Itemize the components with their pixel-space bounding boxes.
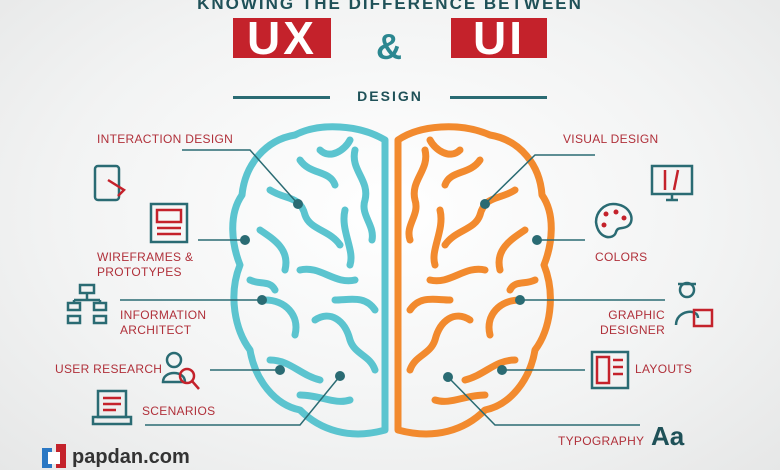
label-line2: ARCHITECT: [120, 323, 192, 337]
label-line1: GRAPHIC: [608, 308, 665, 322]
scroll-icon: [91, 389, 133, 426]
palette-icon: [594, 202, 633, 239]
label-visual-design: VISUAL DESIGN: [563, 132, 659, 146]
label-line2: PROTOTYPES: [97, 265, 182, 279]
monitor-tools-icon: [650, 164, 694, 202]
label-wireframes: WIREFRAMES &PROTOTYPES: [97, 250, 193, 280]
ux-box: UX: [233, 15, 331, 61]
label-layouts: LAYOUTS: [635, 362, 693, 376]
sitemap-icon: [66, 283, 108, 325]
logo-text: papdan.com: [72, 446, 190, 468]
ampersand: &: [376, 26, 402, 67]
layout-icon: [590, 350, 630, 390]
connector-lines: [120, 149, 665, 426]
label-line2: DESIGNER: [600, 323, 666, 337]
label-typography: TYPOGRAPHY: [558, 434, 645, 448]
left-brain: [229, 123, 389, 438]
typography-icon: Aa: [651, 421, 685, 451]
header-subtitle: DESIGN: [357, 88, 423, 104]
label-user-research: USER RESEARCH: [55, 362, 163, 376]
header-title: KNOWING THE DIFFERENCE BETWEEN: [197, 0, 583, 13]
label-colors: COLORS: [595, 250, 648, 264]
tablet-touch-icon: [93, 164, 126, 202]
label-line1: WIREFRAMES &: [97, 250, 194, 264]
wireframe-icon: [149, 202, 189, 244]
user-search-icon: [161, 351, 200, 390]
logo-icon: [42, 444, 66, 468]
designer-icon: [674, 281, 714, 328]
divider-left: [233, 96, 330, 99]
label-line1: INFORMATION: [120, 308, 207, 322]
right-brain: [394, 123, 555, 438]
ui-box: UI: [451, 15, 547, 61]
label-scenarios: SCENARIOS: [142, 404, 216, 418]
connector-dots: [240, 199, 542, 382]
label-interaction-design: INTERACTION DESIGN: [97, 132, 234, 146]
divider-right: [450, 96, 547, 99]
